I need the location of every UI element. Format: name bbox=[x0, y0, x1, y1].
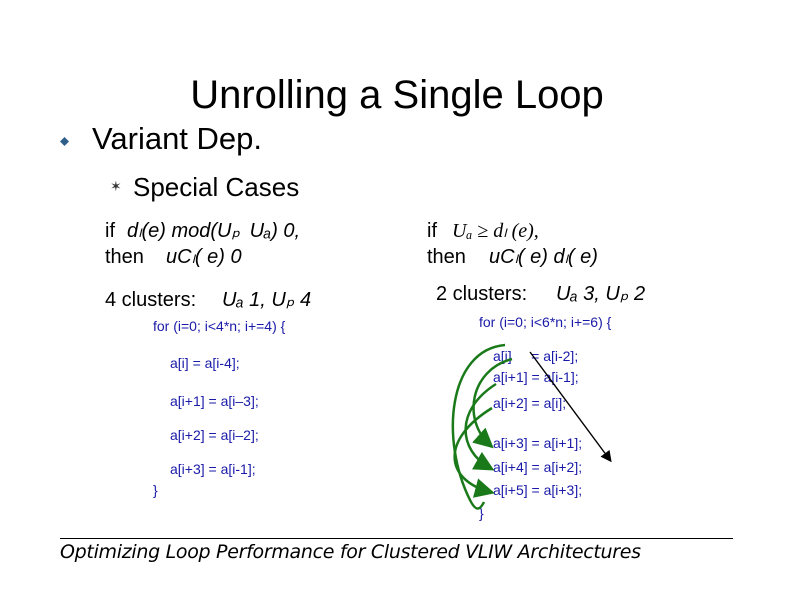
left-clusters-label: 4 clusters: bbox=[105, 289, 197, 311]
left-close-brace: } bbox=[153, 482, 158, 498]
left-for-line: for (i=0; i<4*n; i+=4) { bbox=[153, 318, 286, 334]
bullet-variant-dep: Variant Dep. bbox=[92, 121, 263, 156]
right-clusters-label: 2 clusters: bbox=[436, 283, 528, 305]
left-code-line: a[i+1] = a[i–3]; bbox=[170, 393, 259, 409]
right-code-line: a[i+2] = a[i]; bbox=[493, 395, 567, 411]
right-condition-math: Uₐ ≥ dₗ (e), bbox=[452, 220, 539, 242]
right-then-label: then bbox=[427, 246, 466, 268]
right-for-line: for (i=0; i<6*n; i+=6) { bbox=[479, 314, 612, 330]
left-code-line: a[i+2] = a[i–2]; bbox=[170, 427, 259, 443]
left-then-label: then bbox=[105, 246, 144, 268]
bullet-special-cases: Special Cases bbox=[133, 172, 300, 202]
right-if-label: if bbox=[427, 220, 437, 242]
right-result-math: uCₗ( e) dₗ( e) bbox=[489, 246, 598, 268]
slide-title: Unrolling a Single Loop bbox=[190, 73, 604, 117]
dependence-arrow bbox=[451, 343, 506, 510]
left-code-line: a[i+3] = a[i-1]; bbox=[170, 461, 256, 477]
left-code-line: a[i] = a[i-4]; bbox=[170, 355, 240, 371]
right-code-line: a[i+3] = a[i+1]; bbox=[493, 435, 583, 451]
right-close-brace: } bbox=[479, 505, 484, 521]
diamond-bullet-icon bbox=[60, 137, 69, 146]
footer-text: Optimizing Loop Performance for Clustere… bbox=[60, 541, 641, 563]
footer-divider bbox=[60, 538, 733, 539]
left-clusters-math: Uₐ 1, Uₚ 4 bbox=[222, 289, 312, 311]
left-if-label: if bbox=[105, 220, 115, 242]
dependence-arrow bbox=[529, 351, 612, 463]
right-code-line: a[i+1] = a[i-1]; bbox=[493, 369, 579, 385]
right-code-line: a[i+4] = a[i+2]; bbox=[493, 459, 583, 475]
star-bullet-icon: ✶ bbox=[110, 178, 122, 194]
left-result-math: uCₗ( e) 0 bbox=[166, 246, 242, 268]
right-code-line: a[i+5] = a[i+3]; bbox=[493, 482, 583, 498]
right-clusters-math: Uₐ 3, Uₚ 2 bbox=[556, 283, 646, 305]
dependence-arrow bbox=[472, 357, 513, 449]
left-condition-math: dₗ(e) mod(Uₚ Uₐ) 0, bbox=[127, 220, 301, 242]
